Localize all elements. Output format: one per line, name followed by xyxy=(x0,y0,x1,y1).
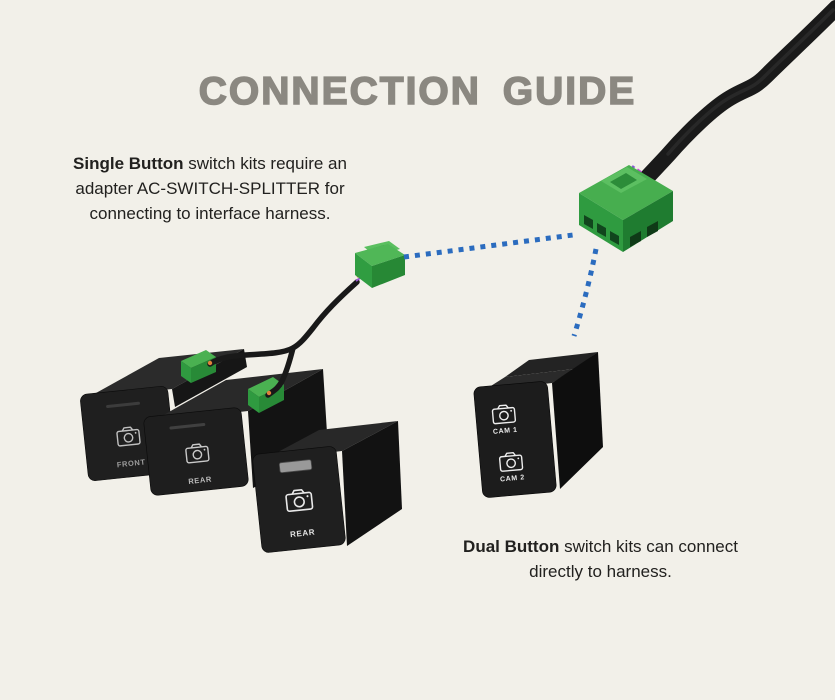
dual-note-line2: directly to harness. xyxy=(529,562,672,581)
dotted-line-harness-to-dual xyxy=(571,248,599,337)
harness-latch-slot xyxy=(610,173,637,189)
clip-a-wire-tip xyxy=(207,360,213,366)
dual-button-switch: CAM 1 CAM 2 xyxy=(473,352,603,498)
page-title: CONNECTION GUIDE xyxy=(198,69,637,114)
switch-front-label: FRONT xyxy=(116,457,146,469)
clip-b-wire-tip xyxy=(266,390,272,396)
clip-b-front xyxy=(248,389,259,413)
harness-pin-slot xyxy=(610,231,619,245)
single-button-note: Single Button switch kits require an ada… xyxy=(40,151,380,226)
harness-pin-slot xyxy=(597,223,606,237)
switch-connector-clip-b xyxy=(248,377,284,413)
single-note-line1: Single Button switch kits require an xyxy=(40,151,380,176)
switch-rear-indicator xyxy=(169,423,206,430)
switch-front-indicator xyxy=(106,401,140,408)
harness-top xyxy=(579,165,673,220)
switch-rear-label: REAR xyxy=(188,475,212,486)
switch-front-body-side xyxy=(172,349,247,407)
dual-switch-face xyxy=(473,381,557,498)
harness-pin-slot xyxy=(584,215,593,229)
single-note-bold: Single Button xyxy=(73,154,184,173)
dual-note-rest: switch kits can connect xyxy=(559,537,738,556)
switch-rear-led-face xyxy=(252,446,346,553)
dotted-line-splitter-to-harness xyxy=(403,232,574,260)
switch-rear-led: REAR xyxy=(252,421,402,553)
splitter-cable-branch-b xyxy=(265,345,296,398)
switch-rear-face xyxy=(143,407,249,496)
clip-b-side xyxy=(259,385,284,413)
splitter-connector xyxy=(355,241,405,288)
harness-cable xyxy=(634,0,835,191)
dual-switch-body-side xyxy=(552,352,603,489)
switch-rear-led-label: REAR xyxy=(290,528,316,540)
splitter-front xyxy=(355,253,372,288)
clip-b-top xyxy=(248,377,284,397)
dual-note-line1: Dual Button switch kits can connect xyxy=(428,534,773,559)
switch-rear-led-body-side xyxy=(342,421,402,546)
dual-button-note: Dual Button switch kits can connect dire… xyxy=(428,534,773,584)
harness-connector xyxy=(579,165,673,252)
led-window xyxy=(278,459,313,474)
dual-switch-body-top xyxy=(505,352,598,377)
splitter-side xyxy=(372,255,405,288)
single-note-line2: adapter AC-SWITCH-SPLITTER for xyxy=(75,179,345,198)
clip-a-top xyxy=(181,350,216,368)
single-note-rest: switch kits require an xyxy=(183,154,347,173)
harness-cable-sheen xyxy=(666,8,835,156)
harness-pin-slot xyxy=(630,231,641,247)
harness-pin-slot xyxy=(647,221,658,237)
dual-note-bold: Dual Button xyxy=(463,537,560,556)
dual-cam1-label: CAM 1 xyxy=(493,427,518,436)
dual-cam2-label: CAM 2 xyxy=(500,474,525,483)
splitter-cable xyxy=(207,279,360,398)
splitter-top xyxy=(355,244,405,266)
single-note-line3: connecting to interface harness. xyxy=(89,204,331,223)
clip-a-front xyxy=(181,361,191,383)
